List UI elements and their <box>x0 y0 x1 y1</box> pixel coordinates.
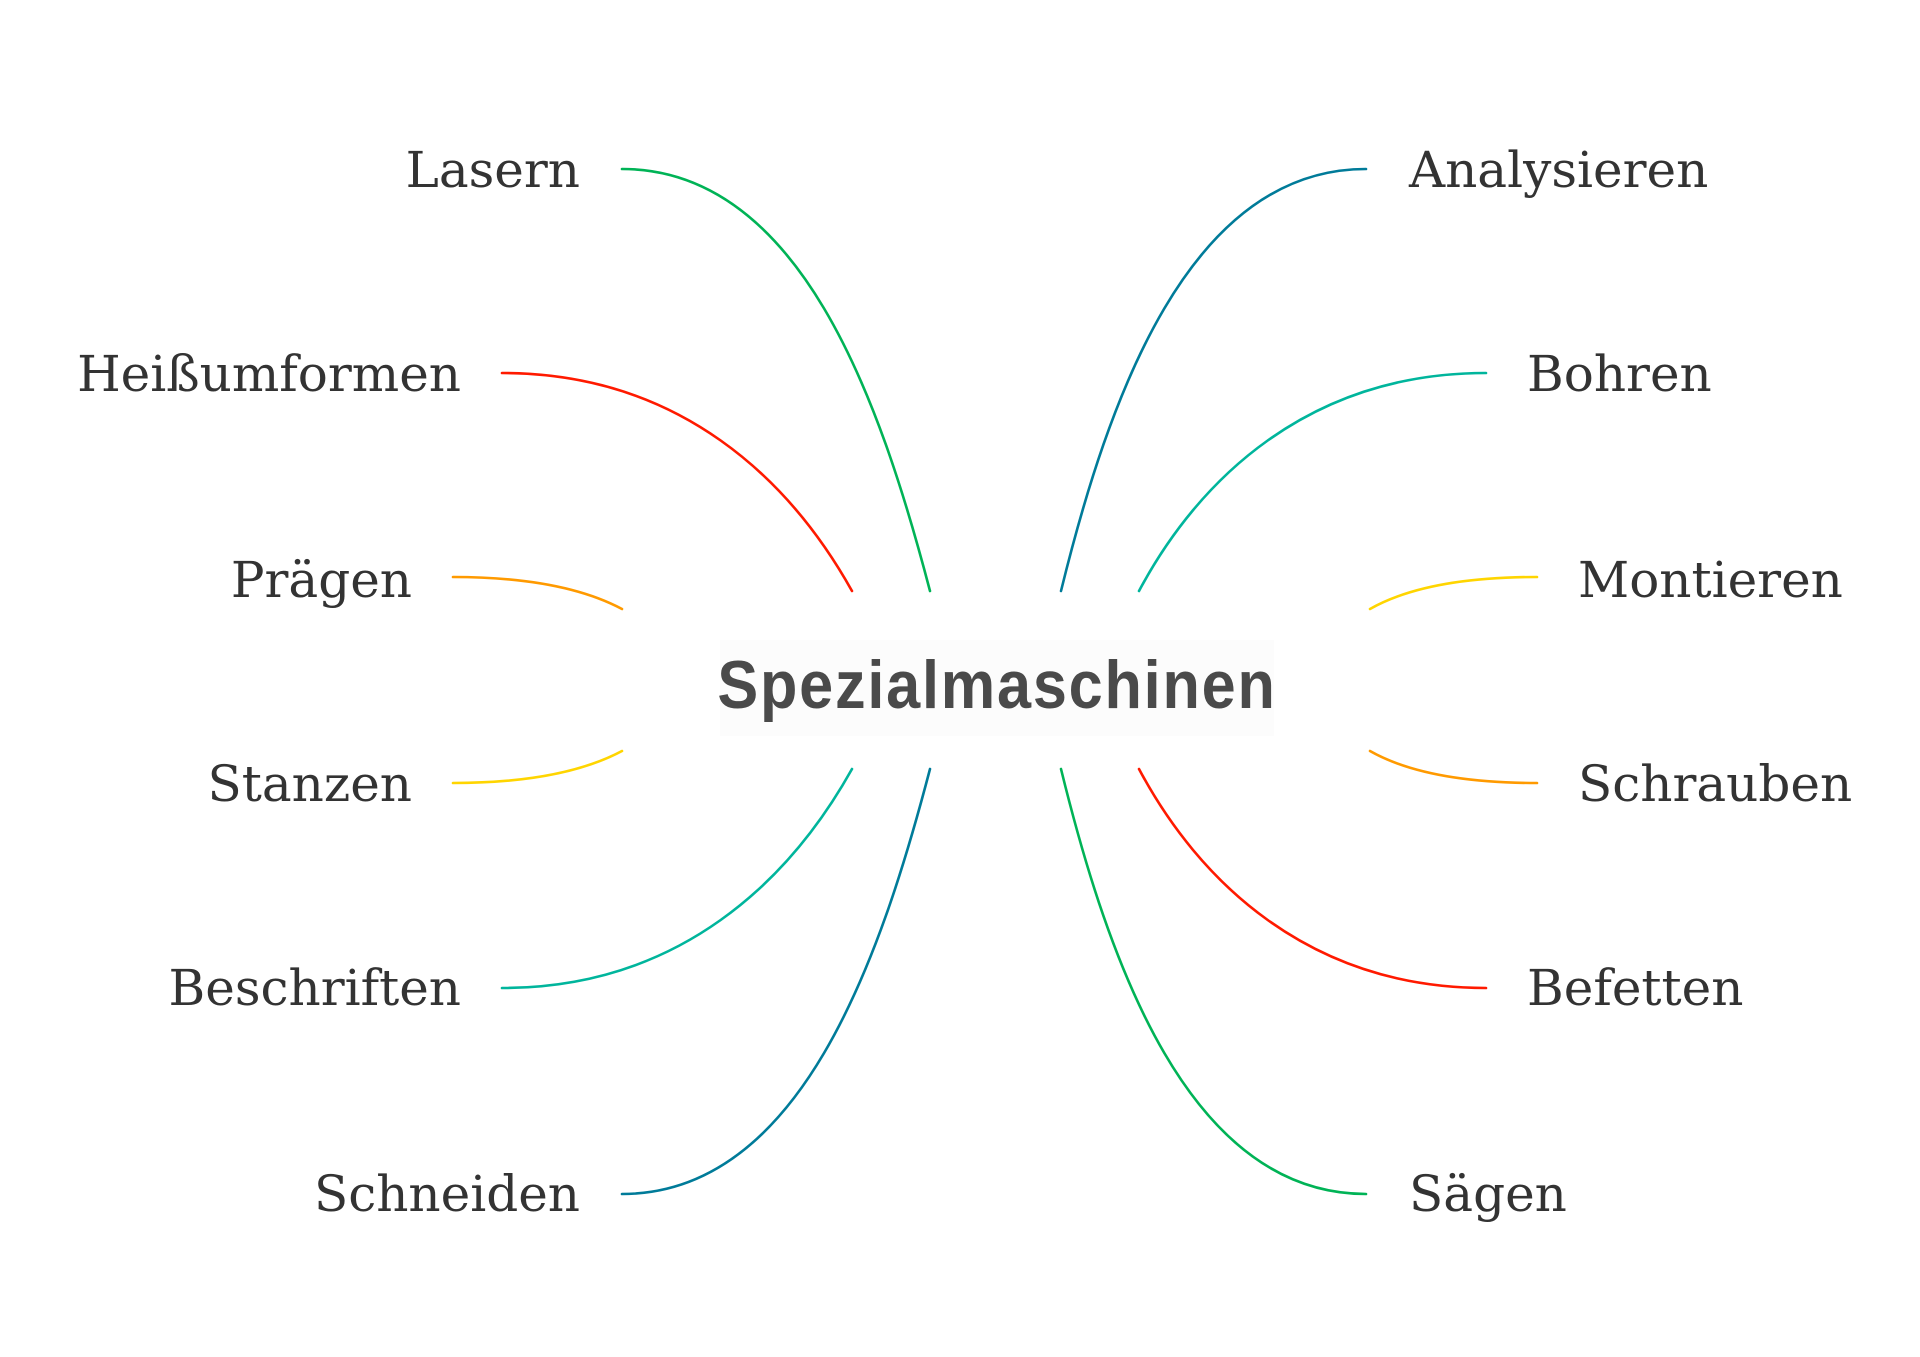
center-node-title: Spezialmaschinen <box>717 646 1276 723</box>
branch-stanzen <box>451 749 624 785</box>
label-stanzen: Stanzen <box>208 755 413 813</box>
branch-montieren <box>1368 575 1539 611</box>
label-montieren: Montieren <box>1578 551 1843 609</box>
branch-befetten <box>1137 767 1488 990</box>
label-beschriften: Beschriften <box>169 959 461 1017</box>
label-saegen: Sägen <box>1409 1165 1567 1223</box>
branch-bohren <box>1137 371 1488 593</box>
label-befetten: Befetten <box>1527 959 1743 1017</box>
branch-schrauben <box>1368 749 1539 785</box>
label-schrauben: Schrauben <box>1578 755 1852 813</box>
branch-beschriften <box>500 767 854 990</box>
label-heissumformen: Heißumformen <box>77 345 461 403</box>
label-schneiden: Schneiden <box>314 1165 580 1223</box>
branch-analysieren <box>1059 167 1368 593</box>
branch-praegen <box>451 575 624 611</box>
label-analysieren: Analysieren <box>1408 141 1708 199</box>
label-lasern: Lasern <box>406 141 580 199</box>
label-bohren: Bohren <box>1527 345 1712 403</box>
label-praegen: Prägen <box>231 551 412 609</box>
branch-schneiden <box>620 767 932 1196</box>
branch-saegen <box>1059 767 1368 1196</box>
branch-lasern <box>620 167 932 593</box>
center-node-bg <box>720 640 1274 736</box>
branch-heissumformen <box>500 371 854 593</box>
